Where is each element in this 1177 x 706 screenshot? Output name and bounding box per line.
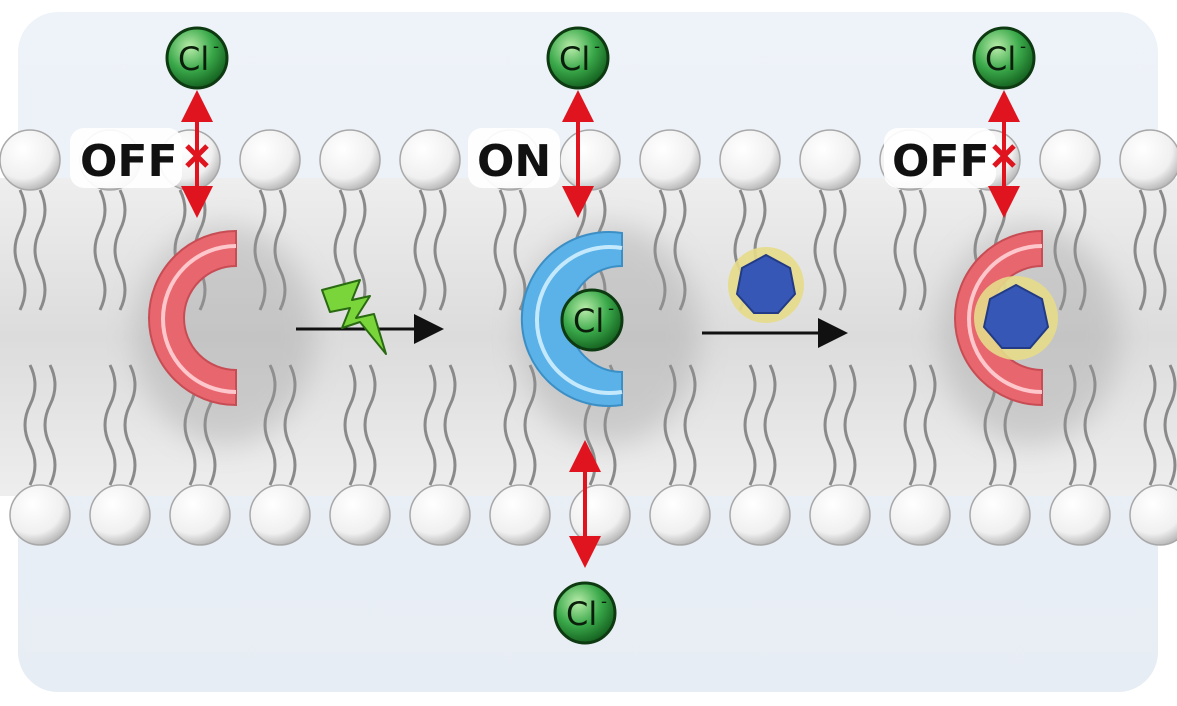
lipid-head: [399, 129, 461, 191]
lipid-tail: [903, 364, 917, 486]
state-label-right: OFF: [892, 136, 990, 187]
lipid-tail: [443, 364, 457, 486]
lipid-head: [249, 484, 311, 546]
lipid-tail: [1133, 189, 1147, 311]
lipid-tail: [123, 364, 137, 486]
lipid-tail: [683, 364, 697, 486]
lipid-head: [489, 484, 551, 546]
lipid-tail: [813, 189, 827, 311]
state-label-left: OFF: [80, 136, 178, 187]
lipid-head: [969, 484, 1031, 546]
lipid-tail: [503, 364, 517, 486]
svg-text:Cl: Cl: [985, 40, 1016, 78]
chloride-ion-bound-middle: Cl -: [560, 288, 624, 352]
lipid-tail: [1163, 364, 1177, 486]
lipid-head: [0, 129, 61, 191]
lipid-tail: [33, 189, 47, 311]
lipid-head: [329, 484, 391, 546]
lipid-tail: [103, 364, 117, 486]
lipid-head: [639, 129, 701, 191]
state-label-middle-group: ON: [468, 128, 560, 188]
state-label-left-group: OFF: [70, 128, 182, 188]
lipid-heads-bottom: [9, 484, 1177, 546]
lipid-tail: [823, 364, 837, 486]
svg-text:-: -: [213, 37, 219, 57]
lipid-head: [169, 484, 231, 546]
lipid-head: [809, 484, 871, 546]
lipid-tail: [843, 364, 857, 486]
lipid-head: [569, 484, 631, 546]
lipid-head: [719, 129, 781, 191]
svg-text:Cl: Cl: [573, 302, 604, 340]
lipid-tail: [413, 189, 427, 311]
state-label-middle: ON: [477, 136, 551, 187]
svg-text:-: -: [608, 299, 614, 319]
lipid-head: [239, 129, 301, 191]
lipid-tail: [833, 189, 847, 311]
lipid-head: [1129, 484, 1177, 546]
lipid-tail: [113, 189, 127, 311]
state-label-right-group: OFF: [884, 128, 996, 188]
svg-text:Cl: Cl: [178, 40, 209, 78]
svg-text:Cl: Cl: [559, 40, 590, 78]
lipid-tail: [363, 364, 377, 486]
lipid-head: [409, 484, 471, 546]
lipid-tail: [43, 364, 57, 486]
lipid-head: [1039, 129, 1101, 191]
lipid-head: [889, 484, 951, 546]
lipid-tail: [1143, 364, 1157, 486]
lipid-tail: [763, 364, 777, 486]
lipid-tail: [13, 189, 27, 311]
lipid-head: [649, 484, 711, 546]
chloride-ion-top-middle: Cl -: [546, 26, 610, 90]
lipid-tail: [513, 189, 527, 311]
svg-text:-: -: [1020, 37, 1026, 57]
transporter-closed-left: [148, 229, 237, 407]
chloride-ion-top-left: Cl -: [165, 26, 229, 90]
lipid-tail: [353, 189, 367, 311]
lipid-tail: [493, 189, 507, 311]
lipid-tail: [343, 364, 357, 486]
light-trigger-icon: [321, 279, 387, 355]
lipid-head: [559, 129, 621, 191]
lipid-tail: [913, 189, 927, 311]
ion-flux-blocked-right: [988, 90, 1020, 218]
guest-anion-icon: [728, 247, 804, 323]
ion-flux-blocked-left: [181, 90, 213, 218]
lipid-tail: [433, 189, 447, 311]
lipid-tail: [1153, 189, 1167, 311]
lipid-tail: [923, 364, 937, 486]
lipid-head: [1119, 129, 1177, 191]
lipid-tail: [893, 189, 907, 311]
svg-text:Cl: Cl: [566, 595, 597, 633]
lipid-head: [799, 129, 861, 191]
lipid-tail: [93, 189, 107, 311]
lipid-tail: [23, 364, 37, 486]
lipid-head: [319, 129, 381, 191]
svg-text:-: -: [601, 592, 607, 612]
lipid-head: [9, 484, 71, 546]
svg-text:-: -: [594, 37, 600, 57]
guest-anion-bound: [974, 276, 1058, 360]
lipid-tail: [423, 364, 437, 486]
lipid-head: [89, 484, 151, 546]
chloride-ion-top-right: Cl -: [972, 26, 1036, 90]
chloride-ion-bottom-middle: Cl -: [553, 581, 617, 645]
lipid-tail: [743, 364, 757, 486]
lipid-head: [1049, 484, 1111, 546]
lipid-head: [729, 484, 791, 546]
